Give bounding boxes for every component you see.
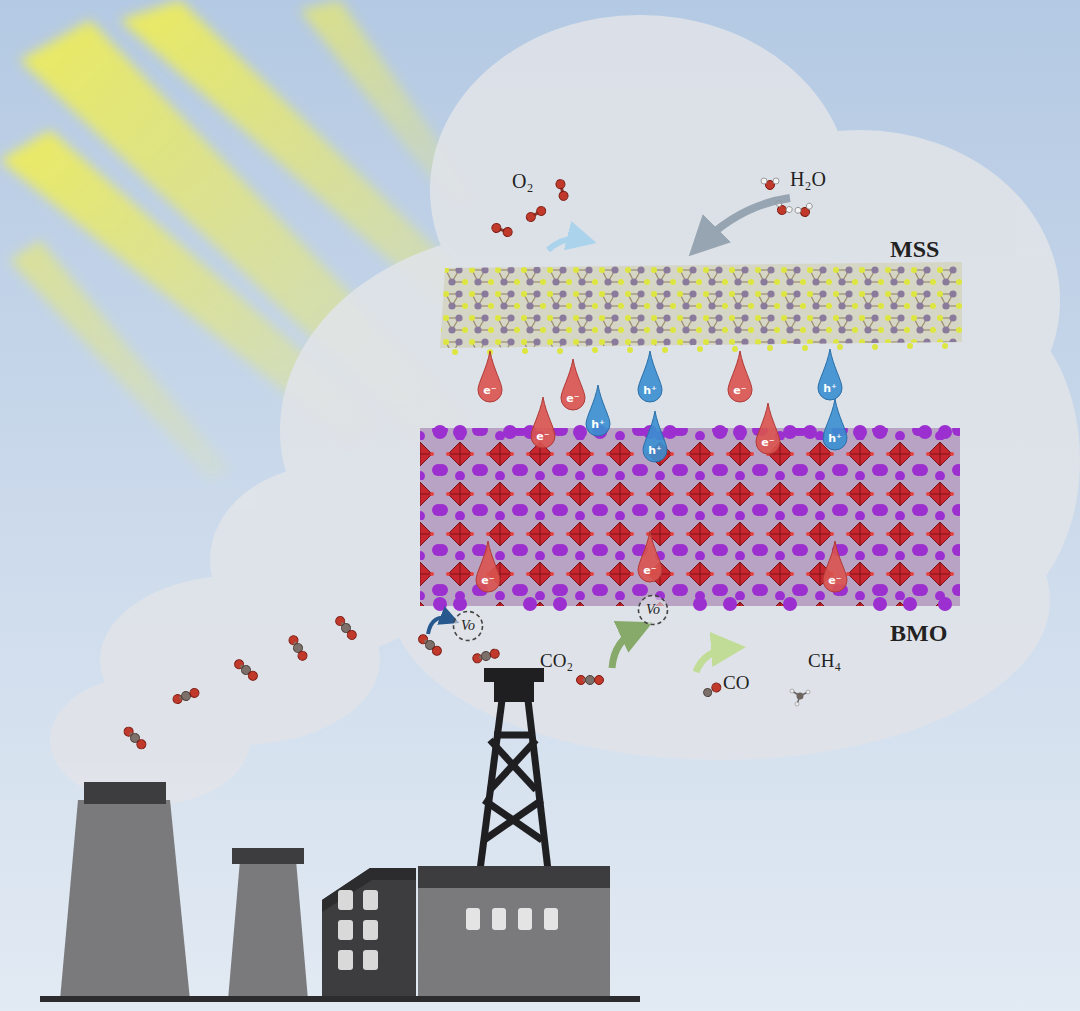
carrier-label: h⁺ — [643, 444, 667, 457]
oxygen-vacancy: Vo — [637, 594, 669, 626]
carrier-label: e⁻ — [756, 436, 780, 449]
electron-drop: e⁻ — [728, 350, 752, 402]
carrier-label: h⁺ — [818, 382, 842, 395]
hole-drop: h⁺ — [638, 350, 662, 402]
carrier-label: e⁻ — [478, 384, 502, 397]
electron-drop: e⁻ — [531, 396, 555, 448]
carrier-label: h⁺ — [823, 432, 847, 445]
electron-drop: e⁻ — [561, 358, 585, 410]
carrier-label: e⁻ — [476, 574, 500, 587]
carrier-label: e⁻ — [638, 564, 662, 577]
carrier-label: e⁻ — [531, 430, 555, 443]
hole-drop: h⁺ — [823, 398, 847, 450]
vacancy-label: Vo — [452, 618, 484, 634]
molecule-label: CH₄ — [808, 650, 841, 672]
layer-label: MSS — [890, 236, 939, 263]
molecule-label: CO₂ — [540, 650, 573, 672]
layer-label: BMO — [890, 620, 947, 647]
molecule-label: O₂ — [512, 170, 533, 193]
carrier-label: h⁺ — [586, 418, 610, 431]
electron-drop: e⁻ — [638, 530, 662, 582]
molecule-label: H₂O — [790, 168, 826, 191]
hole-drop: h⁺ — [818, 348, 842, 400]
electron-drop: e⁻ — [756, 402, 780, 454]
hole-drop: h⁺ — [643, 410, 667, 462]
electron-drop: e⁻ — [478, 350, 502, 402]
electron-drop: e⁻ — [476, 540, 500, 592]
hole-drop: h⁺ — [586, 384, 610, 436]
carrier-label: h⁺ — [638, 384, 662, 397]
carrier-label: e⁻ — [823, 574, 847, 587]
oxygen-vacancy: Vo — [452, 610, 484, 642]
vacancy-label: Vo — [637, 602, 669, 618]
carrier-label: e⁻ — [561, 392, 585, 405]
molecule-label: CO — [723, 672, 749, 694]
carrier-label: e⁻ — [728, 384, 752, 397]
electron-drop: e⁻ — [823, 540, 847, 592]
